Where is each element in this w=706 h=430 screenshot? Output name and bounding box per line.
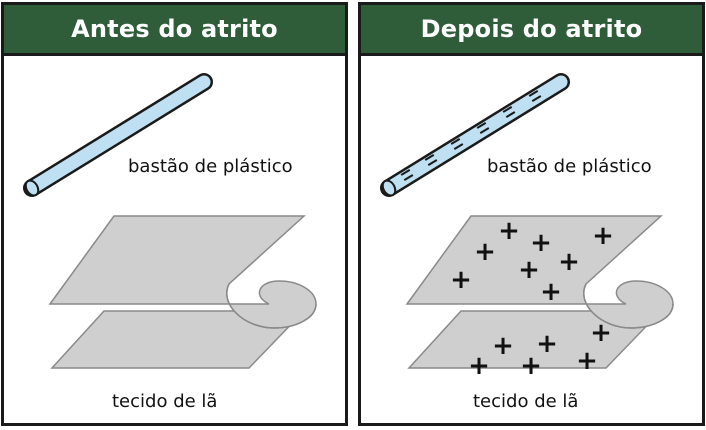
plastic-rod-neutral <box>23 73 213 197</box>
positive-charge-mark: + <box>474 237 496 267</box>
before-friction-illustration: bastão de plástico tecido de lã <box>23 73 317 412</box>
after-friction-illustration: bastão de plástico ++++++++++++++ tecido… <box>380 73 674 412</box>
negative-charge-mark <box>450 137 464 151</box>
panel-after-friction: Depois do atrito bastão de plástico ++++… <box>358 2 705 426</box>
positive-charge-mark: + <box>536 329 558 359</box>
wool-cloth <box>48 215 317 369</box>
positive-charge-mark: + <box>450 265 472 295</box>
positive-charge-mark: + <box>530 228 552 258</box>
panel-before-friction: Antes do atrito bastão de plástico tecid… <box>1 2 348 426</box>
positive-charge-mark: + <box>520 351 542 381</box>
rod-label-charged: bastão de plástico <box>487 156 652 177</box>
positive-charge-mark: + <box>518 255 540 285</box>
positive-charge-mark: + <box>498 216 520 246</box>
cloth-label-charged: tecido de lã <box>473 391 578 412</box>
positive-charge-mark: + <box>590 318 612 348</box>
cloth-label: tecido de lã <box>112 391 217 412</box>
positive-charges: ++++++++++++++ <box>450 216 614 381</box>
positive-charge-mark: + <box>492 331 514 361</box>
positive-charge-mark: + <box>468 351 490 381</box>
positive-charge-mark: + <box>576 346 598 376</box>
positive-charge-mark: + <box>558 247 580 277</box>
negative-charge-mark <box>528 89 542 103</box>
positive-charge-mark: + <box>540 277 562 307</box>
negative-charge-mark <box>424 153 438 167</box>
negative-charge-mark <box>400 168 414 182</box>
panel-header-after: Depois do atrito <box>361 5 702 56</box>
panel-header-before: Antes do atrito <box>4 5 345 56</box>
wool-cloth-charged: ++++++++++++++ <box>405 215 674 381</box>
negative-charges <box>400 89 542 182</box>
rod-label: bastão de plástico <box>128 156 293 177</box>
plastic-rod-charged <box>380 73 570 197</box>
negative-charge-mark <box>502 105 516 119</box>
negative-charge-mark <box>476 121 490 135</box>
positive-charge-mark: + <box>592 221 614 251</box>
